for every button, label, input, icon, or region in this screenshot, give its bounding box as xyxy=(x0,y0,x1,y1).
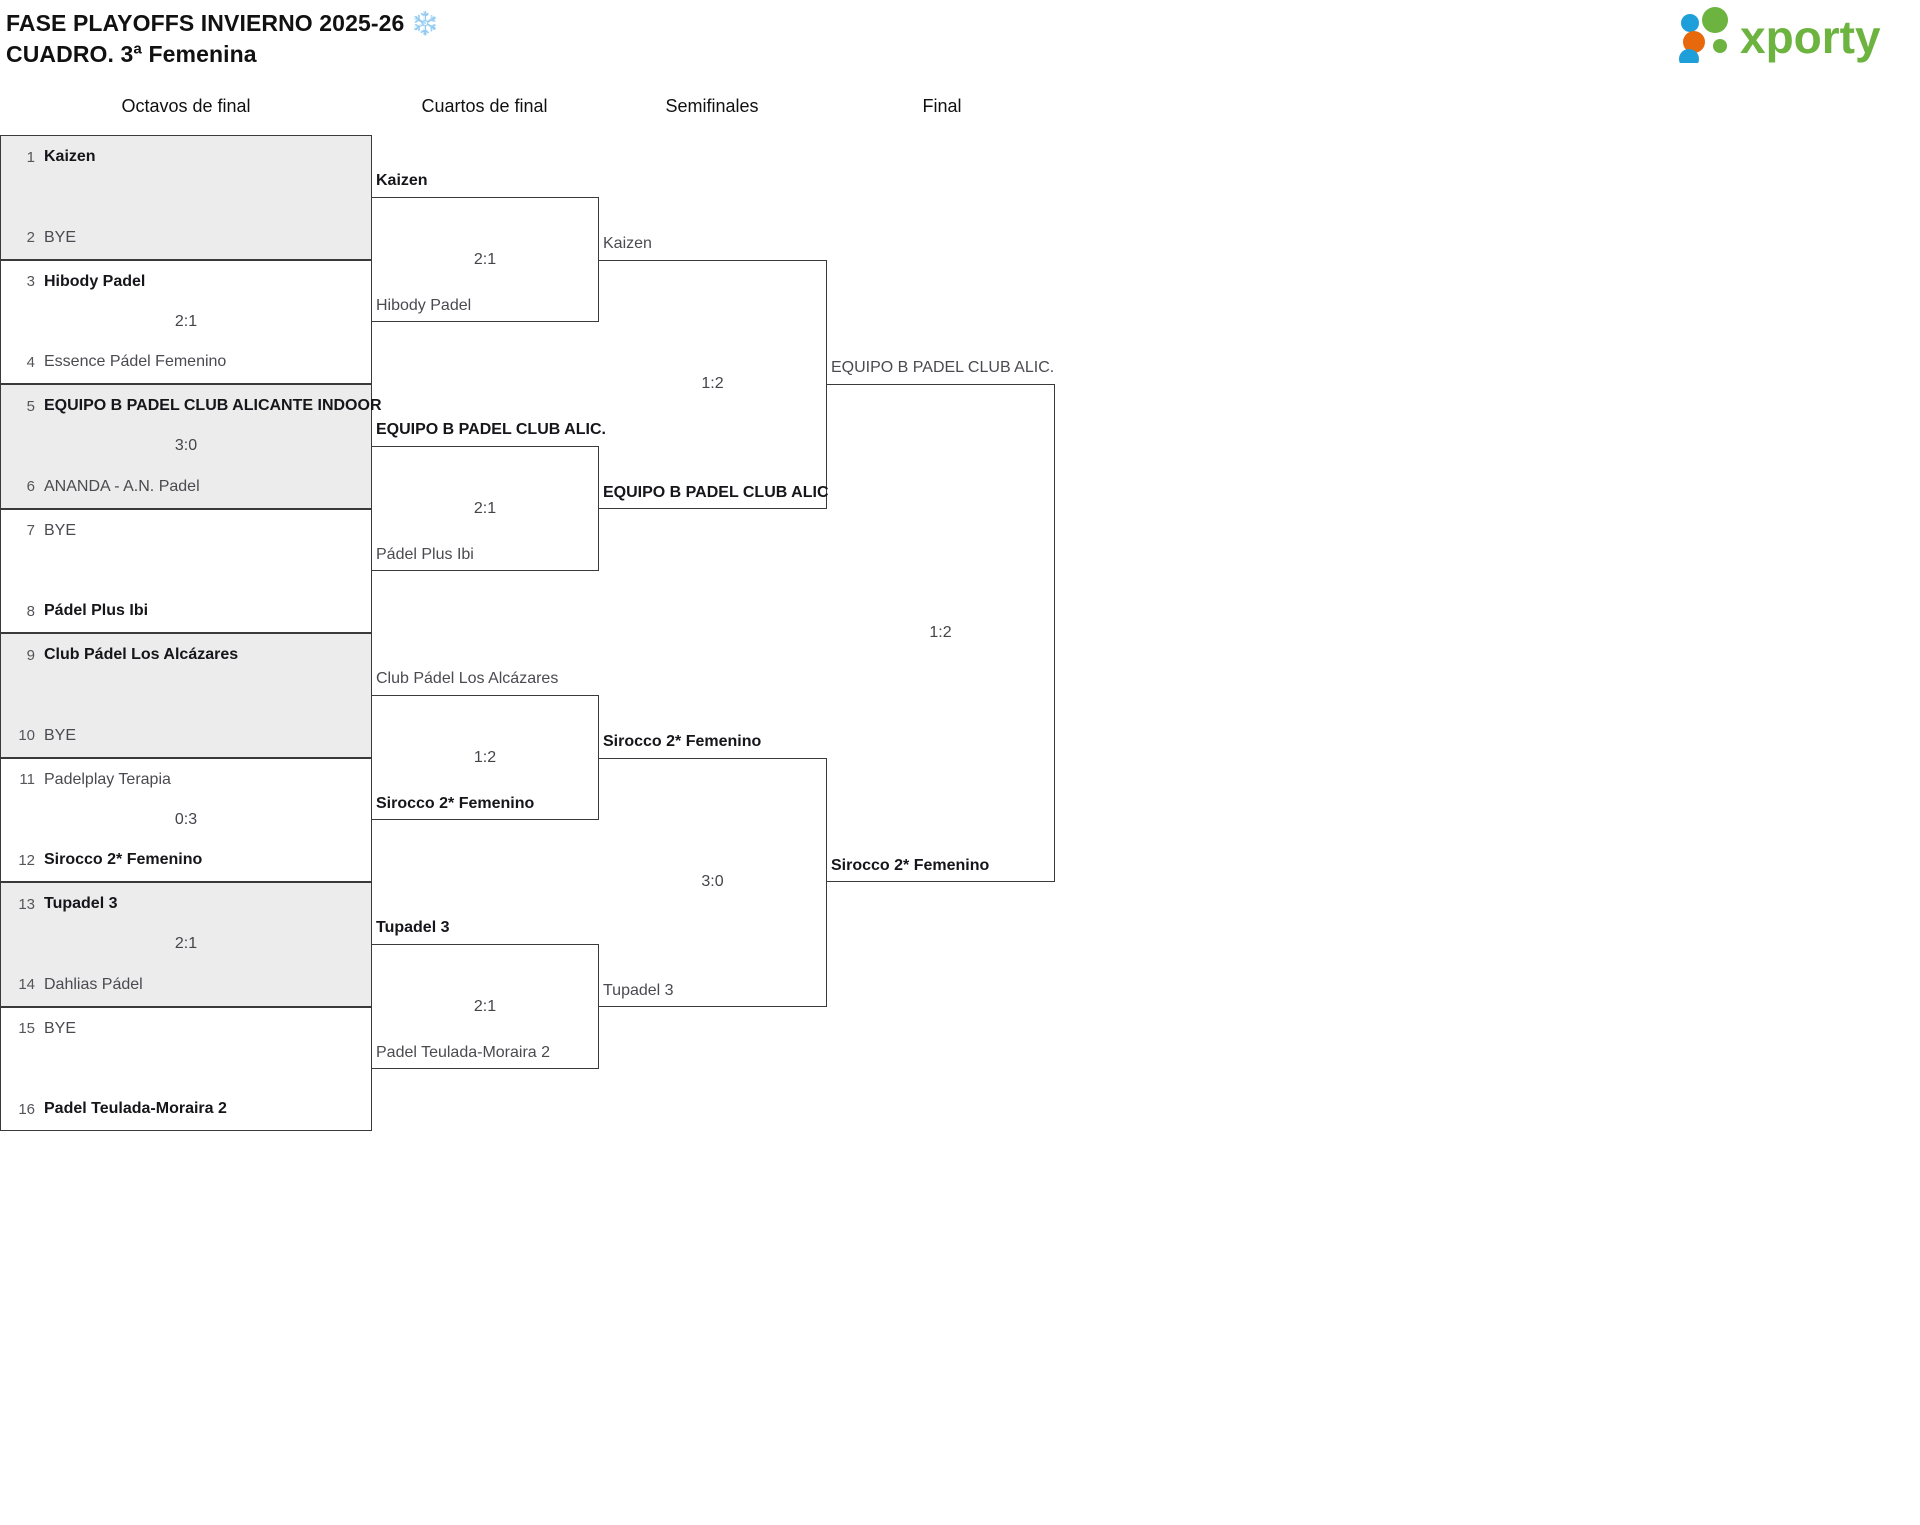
seed-row[interactable]: 16 Padel Teulada-Moraira 2 xyxy=(1,1098,371,1120)
team-name: Club Pádel Los Alcázares xyxy=(44,646,239,663)
match-score: 2:1 xyxy=(174,312,198,330)
match-score: 3:0 xyxy=(174,437,198,455)
team-name: Tupadel 3 xyxy=(44,895,118,912)
team-name: Essence Pádel Femenino xyxy=(44,353,227,370)
qf-team-bottom: Pádel Plus Ibi xyxy=(376,545,474,563)
team-name: Kaizen xyxy=(44,148,96,165)
seed-row[interactable]: 10 BYE xyxy=(1,725,371,747)
seed-number: 5 xyxy=(26,397,35,415)
final-match-box[interactable]: 1:2 xyxy=(827,384,1055,882)
match-score: 1:2 xyxy=(473,748,497,766)
round-header-semifinales: Semifinales xyxy=(665,96,759,116)
seed-number: 10 xyxy=(18,727,35,744)
r16-match-block[interactable]: 11 Padelplay Terapia 12 Sirocco 2* Femenino… xyxy=(0,757,372,882)
team-name: EQUIPO B PADEL CLUB ALICANTE INDOOR xyxy=(44,397,382,414)
match-score: 2:1 xyxy=(473,997,497,1015)
qf-match-box[interactable]: 2:1 xyxy=(372,446,599,571)
final-team-top: EQUIPO B PADEL CLUB ALIC. xyxy=(831,359,1055,376)
xporty-logo-mark: xporty xyxy=(1679,7,1881,63)
sf-team-top: Sirocco 2* Femenino xyxy=(603,732,762,750)
seed-row[interactable]: 11 Padelplay Terapia xyxy=(1,769,371,791)
team-name: BYE xyxy=(44,726,77,744)
xporty-logo[interactable]: xporty xyxy=(1668,6,1898,64)
seed-row[interactable]: 2 BYE xyxy=(1,227,371,249)
team-name: Padelplay Terapia xyxy=(44,770,171,788)
qf-team-top: Club Pádel Los Alcázares xyxy=(376,670,559,688)
qf-team-bottom: Padel Teulada-Moraira 2 xyxy=(376,1043,551,1061)
seed-row[interactable]: 1 Kaizen xyxy=(1,146,371,168)
sf-match-box[interactable]: 3:0 xyxy=(599,757,827,1007)
seed-row[interactable]: 7 BYE xyxy=(1,520,371,542)
seed-number: 6 xyxy=(26,478,35,495)
team-name: Padel Teulada-Moraira 2 xyxy=(44,1100,227,1117)
qf-team-top: Kaizen xyxy=(376,172,428,190)
round-header-final: Final xyxy=(922,96,962,116)
sf-team-bottom: EQUIPO B PADEL CLUB ALIC xyxy=(603,483,829,501)
seed-row[interactable]: 6 ANANDA - A.N. Padel xyxy=(1,476,371,498)
seed-number: 15 xyxy=(18,1020,35,1037)
tournament-title-line-1: FASE PLAYOFFS INVIERNO 2025-26 ❄️ xyxy=(6,10,440,36)
r16-match-block[interactable]: 9 Club Pádel Los Alcázares 10 BYE xyxy=(0,633,372,758)
r16-match-block[interactable]: 7 BYE 8 Pádel Plus Ibi xyxy=(0,508,372,633)
r16-match-block[interactable]: 1 Kaizen 2 BYE xyxy=(0,135,372,260)
qf-team-bottom: Hibody Padel xyxy=(376,296,472,314)
team-name: BYE xyxy=(44,228,77,246)
seed-number: 11 xyxy=(19,771,35,788)
match-score: 3:0 xyxy=(701,873,724,890)
team-name: BYE xyxy=(44,1019,77,1037)
qf-match-box[interactable]: 2:1 xyxy=(372,944,599,1069)
seed-number: 12 xyxy=(18,851,35,869)
qf-match-box[interactable]: 1:2 xyxy=(372,695,599,820)
seed-row[interactable]: 14 Dahlias Pádel xyxy=(1,974,371,996)
seed-row[interactable]: 12 Sirocco 2* Femenino xyxy=(1,849,371,871)
seed-row[interactable]: 9 Club Pádel Los Alcázares xyxy=(1,644,371,666)
qf-team-top: EQUIPO B PADEL CLUB ALIC. xyxy=(376,421,606,439)
r16-match-block[interactable]: 3 Hibody Padel 4 Essence Pádel Femenino 2:1 xyxy=(0,259,372,384)
seed-number: 4 xyxy=(26,353,35,371)
match-score: 2:1 xyxy=(174,935,198,953)
seed-number: 3 xyxy=(26,273,35,290)
seed-number: 2 xyxy=(26,229,35,246)
sf-team-bottom: Tupadel 3 xyxy=(603,981,674,999)
match-score: 2:1 xyxy=(473,250,497,268)
match-score: 0:3 xyxy=(174,810,198,828)
round-header-octavos: Octavos de final xyxy=(121,96,251,116)
team-name: Dahlias Pádel xyxy=(44,975,143,993)
team-name: ANANDA - A.N. Padel xyxy=(44,477,200,495)
seed-row[interactable]: 8 Pádel Plus Ibi xyxy=(1,600,371,622)
team-name: BYE xyxy=(44,521,77,539)
team-name: Hibody Padel xyxy=(44,272,146,290)
seed-row[interactable]: 15 BYE xyxy=(1,1018,371,1040)
team-name: Pádel Plus Ibi xyxy=(44,602,149,619)
page-title: FASE PLAYOFFS INVIERNO 2025-26 ❄️ CUADRO… xyxy=(6,8,440,70)
seed-number: 1 xyxy=(26,148,35,166)
r16-match-block[interactable]: 15 BYE 16 Padel Teulada-Moraira 2 xyxy=(0,1006,372,1131)
r16-match-block[interactable]: 13 Tupadel 3 14 Dahlias Pádel 2:1 xyxy=(0,882,372,1007)
seed-number: 9 xyxy=(26,646,35,664)
match-score: 1:2 xyxy=(701,375,724,392)
seed-number: 13 xyxy=(18,895,35,913)
round-header-cuartos: Cuartos de final xyxy=(421,96,548,116)
seed-row[interactable]: 13 Tupadel 3 xyxy=(1,893,371,915)
match-score: 2:1 xyxy=(473,499,497,517)
final-team-bottom: Sirocco 2* Femenino xyxy=(831,857,990,874)
team-name: Sirocco 2* Femenino xyxy=(44,851,203,868)
match-score: 1:2 xyxy=(929,624,952,641)
seed-number: 16 xyxy=(18,1100,35,1118)
seed-number: 8 xyxy=(26,602,35,620)
svg-text:xporty: xporty xyxy=(1740,11,1881,63)
seed-row[interactable]: 3 Hibody Padel xyxy=(1,271,371,293)
seed-row[interactable]: 5 EQUIPO B PADEL CLUB ALICANTE INDOOR xyxy=(1,395,382,417)
sf-team-top: Kaizen xyxy=(603,234,652,252)
tournament-title-line-2: CUADRO. 3ª Femenina xyxy=(6,41,257,67)
seed-number: 7 xyxy=(26,522,35,539)
r16-match-block[interactable]: 5 EQUIPO B PADEL CLUB ALICANTE INDOOR 6 ANA… xyxy=(0,384,382,509)
qf-match-box[interactable]: 2:1 xyxy=(372,197,599,322)
qf-team-bottom: Sirocco 2* Femenino xyxy=(376,794,535,812)
seed-number: 14 xyxy=(18,976,35,993)
qf-team-top: Tupadel 3 xyxy=(376,919,450,937)
seed-row[interactable]: 4 Essence Pádel Femenino xyxy=(1,351,371,373)
sf-match-box[interactable]: 1:2 xyxy=(599,259,827,509)
